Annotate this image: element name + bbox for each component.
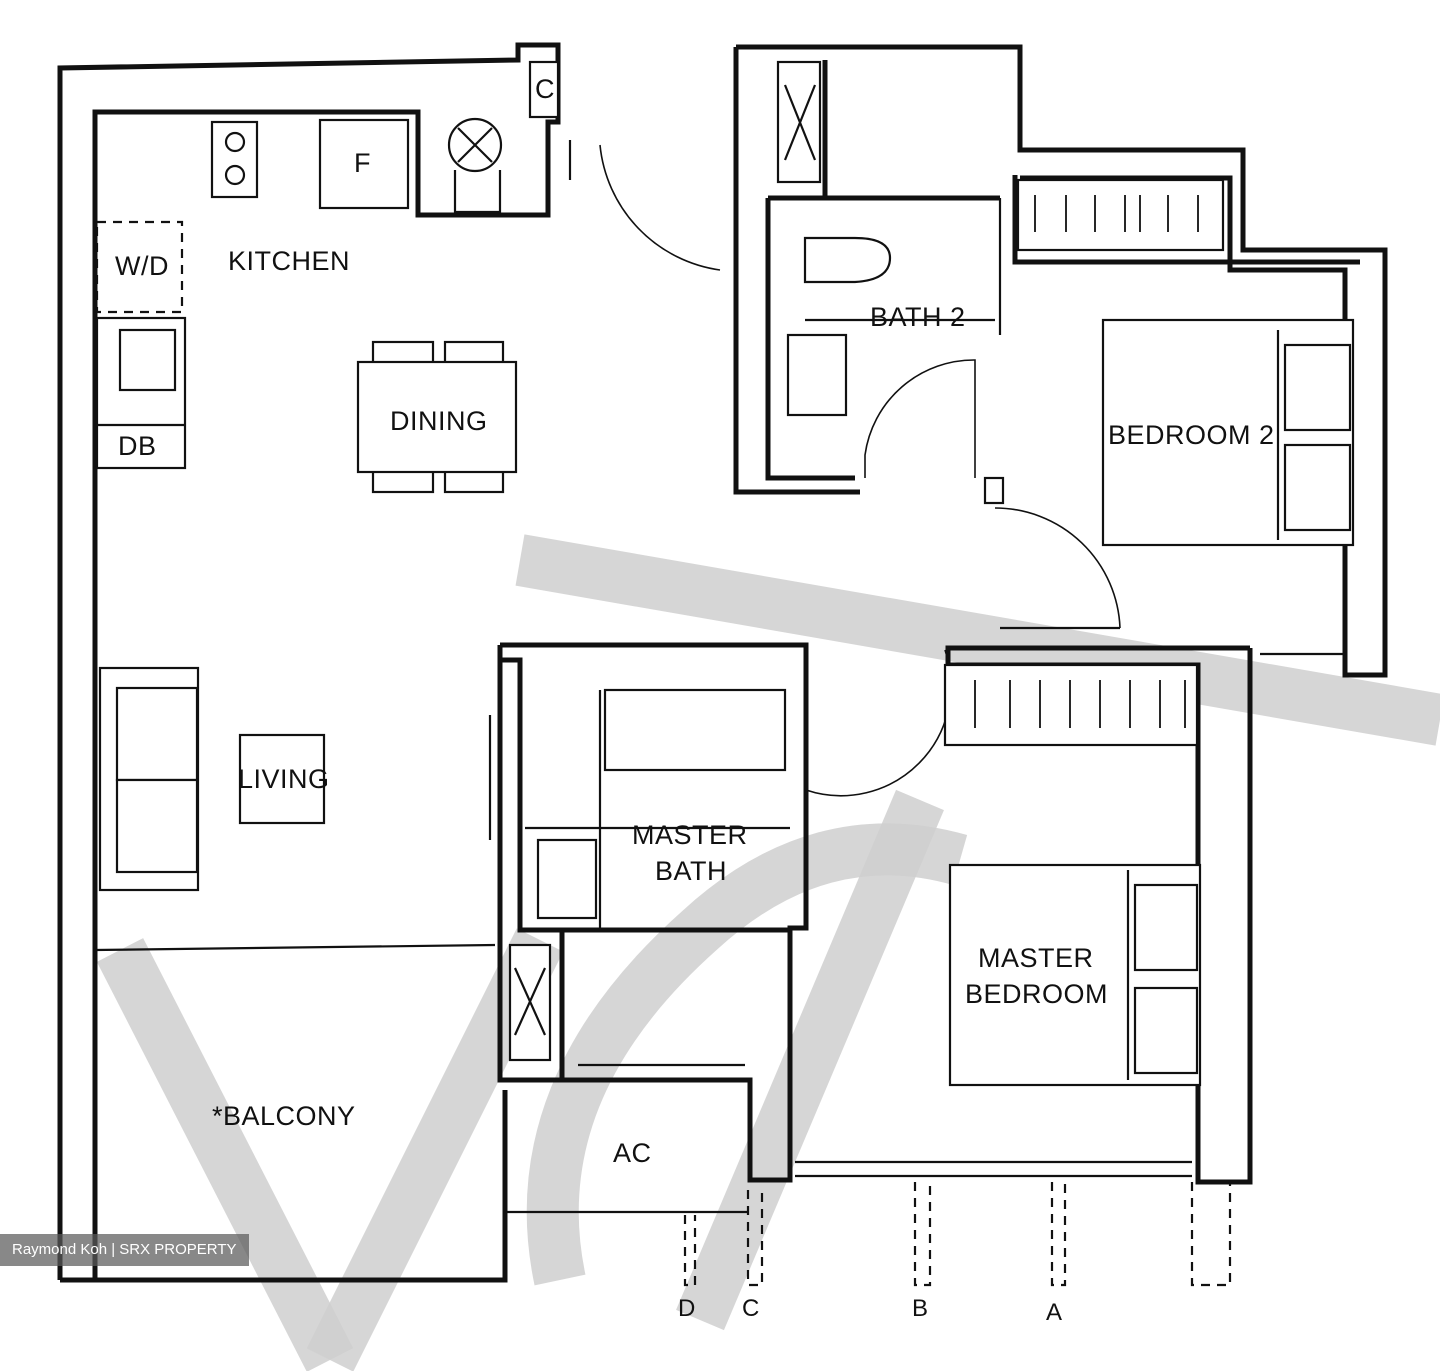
label-wd: W/D (115, 251, 169, 281)
basin-icon (786, 333, 848, 417)
room-label-master-bath-2: BATH (655, 856, 727, 886)
label-fridge: F (354, 148, 371, 178)
room-label-ac: AC (613, 1138, 652, 1168)
master-wardrobe-icon (943, 663, 1199, 747)
kitchen-fixtures (95, 60, 560, 470)
room-label-living: LIVING (238, 764, 330, 794)
dining-set-icon (356, 340, 518, 494)
column-label-b: B (912, 1295, 928, 1322)
room-label-bath2: BATH 2 (870, 302, 966, 332)
fridge-icon (318, 118, 410, 210)
room-label-master-bedroom-1: MASTER (978, 943, 1094, 973)
room-label-master-bedroom-2: BEDROOM (965, 979, 1108, 1009)
master-bath-fixtures (488, 649, 952, 1062)
exterior-walls (57, 42, 1388, 1283)
bedroom2-furniture (983, 178, 1355, 629)
living-furniture (98, 666, 326, 892)
main-door-icon (599, 144, 721, 271)
washer-dryer-icon (95, 220, 184, 314)
room-label-balcony: *BALCONY (212, 1101, 356, 1131)
room-label-master-bath-1: MASTER (632, 820, 748, 850)
column-markers (683, 1182, 1232, 1287)
coffee-table-icon (238, 733, 326, 825)
room-label-dining: DINING (390, 406, 488, 436)
wardrobe-icon (1016, 178, 1225, 252)
toilet-icon (803, 236, 892, 284)
label-c-store: C (535, 74, 555, 104)
label-db: DB (118, 431, 157, 461)
bath2-fixtures (776, 60, 995, 478)
master-basin-icon (536, 838, 598, 920)
column-label-d: D (678, 1295, 695, 1322)
sink-icon (118, 328, 177, 392)
room-label-kitchen: KITCHEN (228, 246, 350, 276)
master-bedroom-furniture (943, 663, 1202, 1087)
bathtub-icon (603, 688, 787, 772)
watermark (96, 534, 1440, 1371)
credit-badge: Raymond Koh | SRX PROPERTY (0, 1234, 249, 1266)
room-label-bedroom2: BEDROOM 2 (1108, 420, 1275, 450)
column-label-c: C (742, 1295, 759, 1322)
column-label-a: A (1046, 1299, 1062, 1326)
